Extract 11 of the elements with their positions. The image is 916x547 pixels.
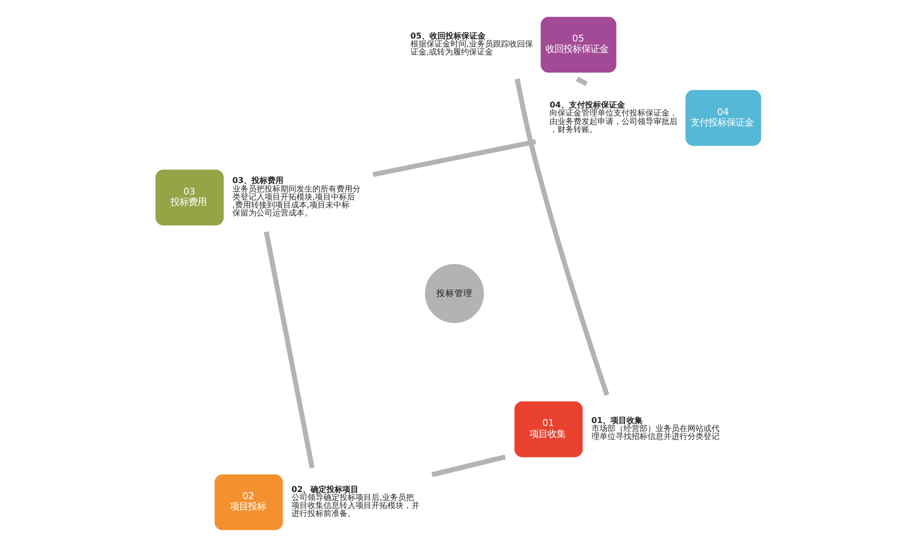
- node-box: 04 支付投标保证金: [685, 90, 762, 146]
- connector: [264, 231, 315, 468]
- connector: [576, 76, 588, 86]
- connector: [372, 139, 536, 178]
- node-box: 01 项目收集: [514, 401, 583, 458]
- connector: [514, 78, 610, 396]
- connector: [431, 454, 506, 478]
- node-box: 02 项目投标: [214, 474, 283, 530]
- node-box: 03 投标费用: [155, 170, 224, 226]
- node-circle: 投标管理: [424, 264, 484, 323]
- node-box: 05 收回投标保证金: [540, 16, 616, 73]
